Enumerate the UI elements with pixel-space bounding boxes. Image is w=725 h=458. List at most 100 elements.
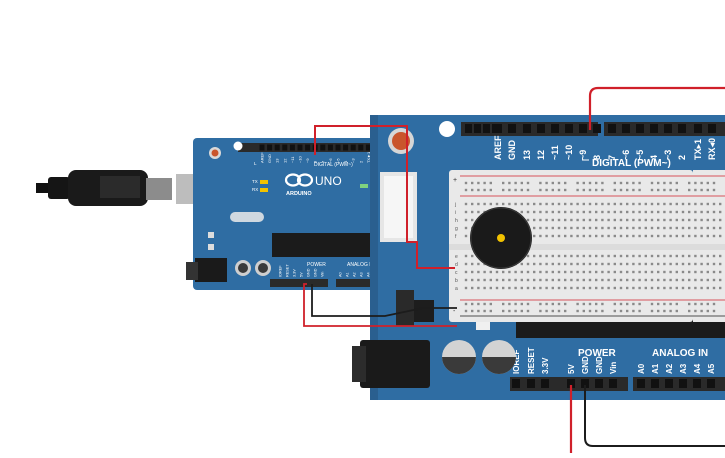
header-socket[interactable] xyxy=(678,124,686,133)
analog-label-large: ANALOG IN xyxy=(652,348,708,359)
header-socket[interactable] xyxy=(465,124,472,133)
pin-label: ~6 xyxy=(621,150,631,160)
reset-button-large[interactable] xyxy=(392,132,410,150)
header-socket[interactable] xyxy=(474,124,481,133)
pin-label: ~6 xyxy=(328,158,333,163)
wire-red-small-pin[interactable] xyxy=(314,125,455,269)
pin-label: A0 xyxy=(637,363,646,374)
header-socket[interactable] xyxy=(335,144,341,151)
pin-label: 4 xyxy=(343,160,348,163)
header-socket[interactable] xyxy=(622,124,630,133)
pin-label: ~11 xyxy=(290,156,295,163)
pin-label: Vin xyxy=(321,272,325,277)
wire-black-gnd-large[interactable] xyxy=(584,385,725,447)
wires[interactable] xyxy=(303,86,725,453)
header-socket[interactable] xyxy=(593,124,601,133)
power-label-small: POWER xyxy=(307,262,326,268)
pin-label: ~9 xyxy=(305,158,310,163)
header-socket[interactable] xyxy=(274,144,280,151)
header-socket[interactable] xyxy=(636,124,644,133)
header-socket[interactable] xyxy=(708,124,716,133)
reset-button-small[interactable] xyxy=(211,149,219,157)
header-socket[interactable] xyxy=(512,379,520,388)
breadboard-row-letter: i xyxy=(455,210,456,216)
header-socket[interactable] xyxy=(581,379,589,388)
pin-label: RESET xyxy=(286,264,290,277)
header-socket[interactable] xyxy=(541,379,549,388)
pin-label: 12 xyxy=(536,150,546,160)
header-socket[interactable] xyxy=(650,124,658,133)
pin-label: ~3 xyxy=(663,150,673,160)
board-model-small: UNO xyxy=(315,174,342,188)
header-socket[interactable] xyxy=(609,379,617,388)
pin-label: A2 xyxy=(665,363,674,374)
header-socket[interactable] xyxy=(508,124,516,133)
header-socket[interactable] xyxy=(608,124,616,133)
header-socket[interactable] xyxy=(492,124,499,133)
header-socket[interactable] xyxy=(523,124,531,133)
header-socket[interactable] xyxy=(289,144,295,151)
header-socket[interactable] xyxy=(707,379,715,388)
pin-label: GND xyxy=(314,268,318,277)
header-socket[interactable] xyxy=(595,379,603,388)
piezo-buzzer[interactable] xyxy=(470,207,532,269)
pin-label: A4 xyxy=(367,272,371,277)
header-socket[interactable] xyxy=(693,379,701,388)
pin-label: A4 xyxy=(693,363,702,374)
header-socket[interactable] xyxy=(343,144,349,151)
pin-label: 5V xyxy=(300,272,304,277)
header-socket[interactable] xyxy=(327,144,333,151)
header-socket[interactable] xyxy=(551,124,559,133)
header-socket[interactable] xyxy=(694,124,702,133)
header-socket[interactable] xyxy=(567,379,575,388)
wire-red-large-pin8[interactable] xyxy=(588,86,725,130)
pin-label: ~3 xyxy=(351,158,356,163)
wire-red-5v-small[interactable] xyxy=(303,283,457,327)
pin-label: A2 xyxy=(353,272,357,277)
analog-label-small: ANALOG IN xyxy=(347,262,375,268)
header-socket[interactable] xyxy=(679,379,687,388)
header-socket[interactable] xyxy=(282,144,288,151)
breadboard-row-letter: a xyxy=(455,286,458,292)
header-socket[interactable] xyxy=(537,124,545,133)
header-socket[interactable] xyxy=(259,144,265,151)
header-socket[interactable] xyxy=(651,379,659,388)
pin-label: A3 xyxy=(360,272,364,277)
header-socket[interactable] xyxy=(358,144,364,151)
pin-label: AREF xyxy=(493,135,503,160)
pin-label: 4 xyxy=(649,155,659,160)
breadboard-row-letter: h xyxy=(455,218,458,224)
usb-cable[interactable] xyxy=(36,170,196,206)
header-socket[interactable] xyxy=(350,144,356,151)
buzzer-center-icon xyxy=(497,234,505,242)
pin-label: GND xyxy=(307,268,311,277)
pin-label: 7 xyxy=(320,160,325,163)
header-socket[interactable] xyxy=(579,124,587,133)
header-socket[interactable] xyxy=(483,124,490,133)
header-socket[interactable] xyxy=(365,144,371,151)
pin-label: 12 xyxy=(282,158,287,163)
header-socket[interactable] xyxy=(665,379,673,388)
pin-label: A0 xyxy=(339,272,343,277)
header-socket[interactable] xyxy=(527,379,535,388)
header-socket[interactable] xyxy=(320,144,326,151)
pin-label: A5 xyxy=(707,363,716,374)
header-socket[interactable] xyxy=(565,124,573,133)
header-socket[interactable] xyxy=(267,144,273,151)
board-brand-small: ARDUINO xyxy=(286,191,312,197)
breadboard-row-letter: b xyxy=(455,278,458,284)
wire-black-gnd-small[interactable] xyxy=(311,284,457,317)
pin-label: A3 xyxy=(679,363,688,374)
rail-plus-label: + xyxy=(453,177,457,184)
arduino-logo-icon xyxy=(284,173,314,187)
pin-label: 2 xyxy=(677,155,687,160)
pin-label: A1 xyxy=(346,272,350,277)
header-socket[interactable] xyxy=(297,144,303,151)
header-socket[interactable] xyxy=(664,124,672,133)
header-socket[interactable] xyxy=(637,379,645,388)
pin-label: Vin xyxy=(609,362,618,374)
header-socket[interactable] xyxy=(305,144,311,151)
